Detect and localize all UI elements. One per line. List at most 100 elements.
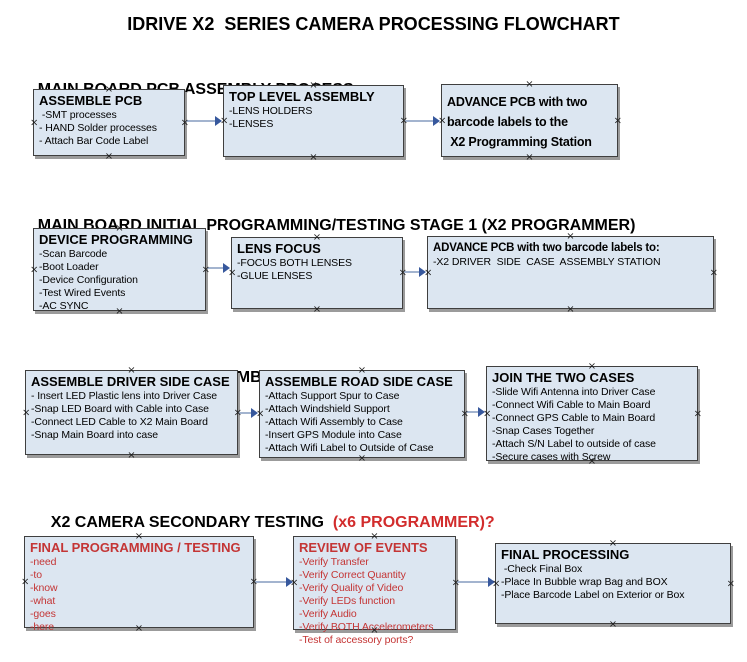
flow-box-join-the-two-cases: × × × × JOIN THE TWO CASES -Slide Wifi A… — [483, 362, 702, 467]
box-items: -Verify Transfer-Verify Correct Quantity… — [299, 556, 450, 647]
anchor-icon: × — [22, 407, 31, 418]
flow-arrow — [207, 263, 230, 273]
box-item: -Verify Correct Quantity — [299, 569, 406, 581]
box-item: -Scan Barcode — [39, 248, 108, 260]
box-item: -Device Configuration — [39, 274, 138, 286]
box-item: -FOCUS BOTH LENSES — [237, 257, 352, 269]
box-item: -know — [30, 582, 58, 594]
box-items: -X2 DRIVER SIDE CASE ASSEMBLY STATION — [433, 256, 708, 269]
box-item: -Attach Support Spur to Case — [265, 390, 400, 402]
box-item: -Verify LEDs function — [299, 595, 395, 607]
flow-box-review-of-events: × × × × REVIEW OF EVENTS -Verify Transfe… — [290, 532, 460, 647]
anchor-icon: × — [525, 152, 534, 163]
anchor-icon: × — [312, 304, 322, 315]
anchor-icon: × — [525, 79, 534, 90]
box-item: -SMT processes — [39, 109, 117, 121]
flow-arrow — [255, 577, 293, 587]
anchor-icon: × — [30, 264, 39, 275]
box-item: - HAND Solder processes — [39, 122, 157, 134]
arrow-line — [207, 267, 224, 269]
arrow-head-icon — [478, 407, 485, 417]
box-item: -Secure cases with Screw — [492, 451, 611, 463]
box-title: ASSEMBLE ROAD SIDE CASE — [265, 374, 453, 389]
box-item: -AC SYNC — [39, 300, 89, 312]
box-item: barcode labels to the — [447, 115, 568, 129]
box-item: X2 Programming Station — [447, 135, 592, 149]
arrow-head-icon — [488, 577, 495, 587]
anchor-icon: × — [309, 152, 318, 163]
box-item: -Check Final Box — [501, 563, 583, 575]
box-item: -Attach Wifi Assembly to Case — [265, 416, 403, 428]
box-item: -Insert GPS Module into Case — [265, 429, 402, 441]
arrow-line — [255, 581, 287, 583]
box-title: JOIN THE TWO CASES — [492, 370, 635, 385]
arrow-line — [405, 120, 434, 122]
arrow-head-icon — [223, 263, 230, 273]
box-item: -LENS HOLDERS — [229, 105, 313, 117]
flow-box-top-level-assembly: × × × × TOP LEVEL ASSEMBLY -LENS HOLDERS… — [220, 81, 408, 163]
box-item: -Verify BOTH Accelerometers — [299, 621, 434, 633]
box-items: -SMT processes- HAND Solder processes- A… — [39, 109, 179, 148]
box-item: -Connect GPS Cable to Main Board — [492, 412, 656, 424]
arrow-head-icon — [419, 267, 426, 277]
box-item: -Snap Cases Together — [492, 425, 595, 437]
box-item: -to — [30, 569, 42, 581]
box-item: - Insert LED Plastic lens into Driver Ca… — [31, 390, 218, 402]
flow-box-assemble-road-side-case: × × × × ASSEMBLE ROAD SIDE CASE -Attach … — [256, 366, 469, 464]
flow-box-assemble-driver-side-case: × × × × ASSEMBLE DRIVER SIDE CASE - Inse… — [22, 366, 242, 461]
arrow-line — [186, 120, 216, 122]
box-item: - Attach Bar Code Label — [39, 135, 149, 147]
box-title: REVIEW OF EVENTS — [299, 540, 428, 555]
arrow-line — [457, 581, 489, 583]
box-item: -Connect LED Cable to X2 Main Board — [31, 416, 208, 428]
flow-box-device-programming: × × × × DEVICE PROGRAMMING -Scan Barcode… — [30, 224, 210, 317]
flow-arrow — [457, 577, 495, 587]
arrow-head-icon — [215, 116, 222, 126]
anchor-icon: × — [104, 151, 114, 162]
flow-box-advance-pcb-stage2: × × × × ADVANCE PCB with two barcode lab… — [424, 232, 718, 315]
box-items: -Slide Wifi Antenna into Driver Case-Con… — [492, 386, 692, 464]
box-item: -Place Barcode Label on Exterior or Box — [501, 589, 685, 601]
anchor-icon: × — [613, 115, 622, 126]
box-items: -FOCUS BOTH LENSES-GLUE LENSES — [237, 257, 397, 283]
anchor-icon: × — [30, 117, 39, 128]
anchor-icon: × — [357, 453, 367, 464]
box-item: -LENSES — [229, 118, 274, 130]
flow-arrow — [239, 408, 258, 418]
box-item: -goes — [30, 608, 56, 620]
box-item: -Test Wired Events — [39, 287, 126, 299]
box-item: -Snap Main Board into case — [31, 429, 158, 441]
arrow-line — [466, 411, 479, 413]
box-item: ADVANCE PCB with two — [447, 95, 588, 109]
anchor-icon: × — [566, 304, 575, 315]
section-heading-red-suffix: (x6 PROGRAMMER)? — [324, 514, 495, 531]
box-item: -Verify Quality of Video — [299, 582, 404, 594]
arrow-line — [404, 271, 420, 273]
box-title: TOP LEVEL ASSEMBLY — [229, 89, 375, 104]
arrow-head-icon — [286, 577, 293, 587]
section-heading-secondary-testing: X2 CAMERA SECONDARY TESTING (x6 PROGRAMM… — [33, 496, 495, 550]
anchor-icon: × — [709, 267, 718, 278]
section-heading-text: X2 CAMERA SECONDARY TESTING — [50, 514, 324, 531]
anchor-icon: × — [726, 578, 735, 589]
flow-box-final-programming-testing: × × × × FINAL PROGRAMMING / TESTING -nee… — [21, 532, 258, 634]
box-title: ADVANCE PCB with two barcode labels to: — [433, 242, 660, 254]
box-item: -GLUE LENSES — [237, 270, 313, 282]
box-item: -Boot Loader — [39, 261, 99, 273]
anchor-icon: × — [693, 408, 702, 419]
arrow-head-icon — [251, 408, 258, 418]
box-item: -Verify Transfer — [299, 556, 369, 568]
box-item: -Attach Wifi Label to Outside of Case — [265, 442, 434, 454]
anchor-icon: × — [127, 450, 136, 461]
flow-arrow — [404, 267, 426, 277]
arrow-line — [239, 412, 252, 414]
flow-arrow — [405, 116, 440, 126]
anchor-icon: × — [21, 576, 30, 588]
box-items: -Scan Barcode-Boot Loader-Device Configu… — [39, 248, 200, 313]
box-items: - Insert LED Plastic lens into Driver Ca… — [31, 390, 232, 442]
box-item: -Snap LED Board with Cable into Case — [31, 403, 209, 415]
box-items: -Attach Support Spur to Case-Attach Wind… — [265, 390, 459, 455]
flow-box-final-processing: × × × × FINAL PROCESSING -Check Final Bo… — [492, 539, 735, 630]
box-item: -Attach S/N Label to outside of case — [492, 438, 656, 450]
